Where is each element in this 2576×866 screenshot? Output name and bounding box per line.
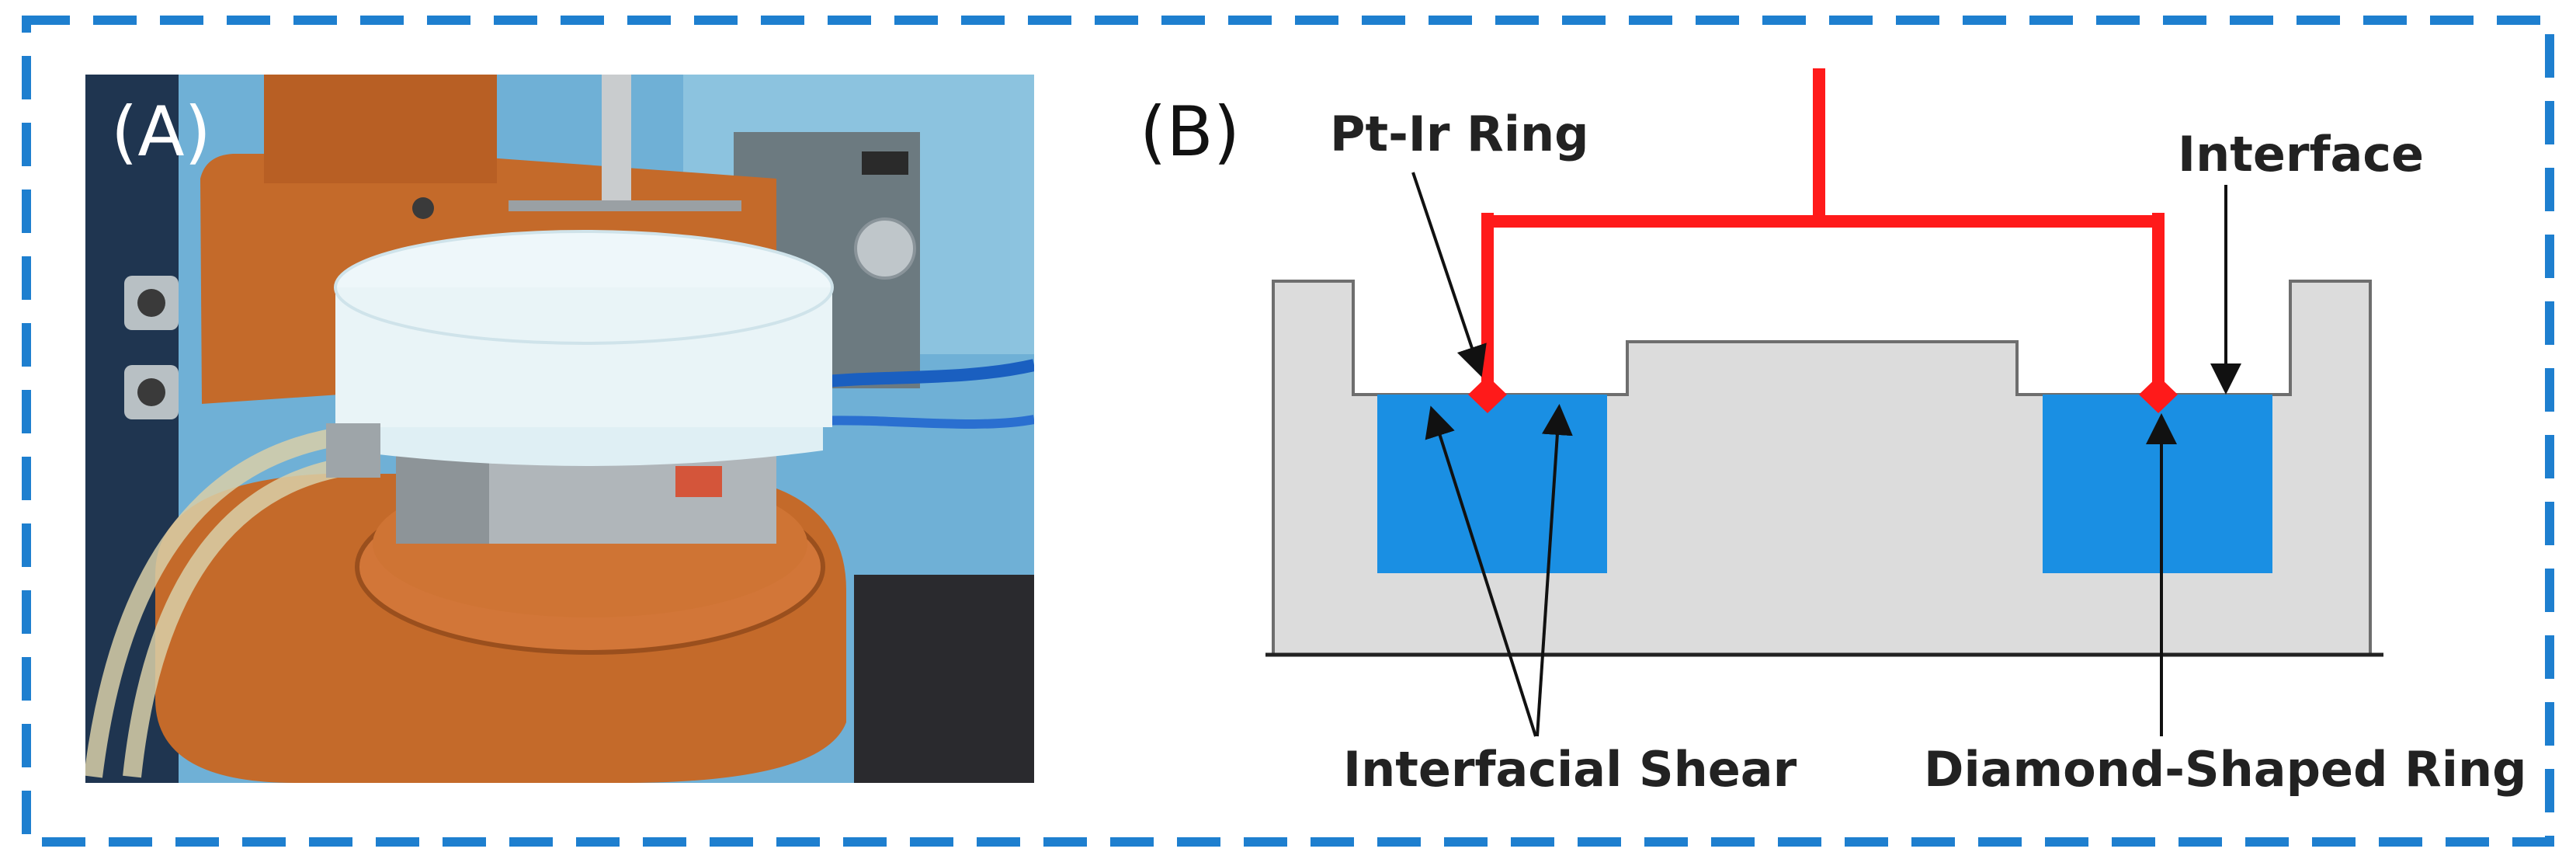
plastic-tube-1 xyxy=(85,426,351,778)
liquid-right xyxy=(2043,395,2272,573)
arrow-pt-ir-ring xyxy=(1411,172,1487,377)
arrow-shear-2 xyxy=(1536,404,1573,737)
panel-b-label: (B) xyxy=(1140,92,1241,172)
controller-knob xyxy=(854,217,916,280)
callout-interfacial-shear: Interfacial Shear xyxy=(1343,741,1797,798)
panel-a-photo xyxy=(85,75,1034,783)
diamond-ring-left xyxy=(1468,376,1507,413)
spindle xyxy=(602,75,631,207)
ring-fork xyxy=(1481,68,2165,385)
white-cell-body xyxy=(335,287,832,427)
steel-cylinder-shade xyxy=(396,450,489,544)
copper-tower xyxy=(264,75,497,183)
plastic-tube-2 xyxy=(123,457,351,778)
panel-b-schematic xyxy=(1265,68,2383,737)
tube-fitting xyxy=(326,423,380,478)
callout-pt-ir-ring: Pt-Ir Ring xyxy=(1330,106,1589,162)
diamond-ring-right xyxy=(2139,376,2178,413)
panel-a-label: (A) xyxy=(111,92,211,172)
controller-display xyxy=(862,151,908,175)
dashed-frame xyxy=(22,16,2554,847)
callout-interface: Interface xyxy=(2178,126,2425,183)
white-cell-rim xyxy=(334,230,834,345)
warning-label xyxy=(675,466,722,497)
callout-diamond-shaped-ring: Diamond-Shaped Ring xyxy=(1924,741,2527,798)
spindle-holder xyxy=(509,200,741,211)
housing-screw xyxy=(412,197,434,219)
arrow-shear-1 xyxy=(1425,405,1537,737)
side-connector-2-hole xyxy=(137,378,165,406)
dark-pad xyxy=(854,575,1034,783)
liquid-left xyxy=(1377,395,1607,573)
side-connector-1-hole xyxy=(137,289,165,317)
